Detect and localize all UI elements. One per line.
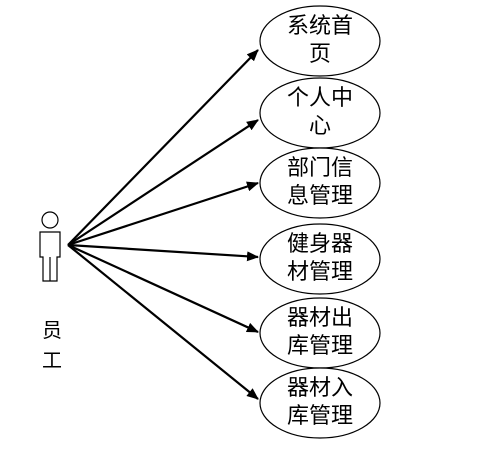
use-case-6-label-line2: 库管理: [287, 404, 353, 429]
use-case-ellipse-3: [259, 147, 381, 219]
actor-label-line1: 员: [42, 318, 62, 342]
association-arrow-3: [67, 181, 259, 247]
association-arrow-5: [67, 243, 259, 334]
use-case-3-label-line1: 部门信: [287, 156, 353, 181]
use-case-2-label-line1: 个人中: [287, 86, 353, 111]
use-case-1-label-line1: 系统首: [287, 14, 353, 39]
use-case-ellipse-6: [259, 367, 381, 439]
use-case-4-label-line2: 材管理: [287, 260, 353, 285]
association-arrow-4: [67, 243, 259, 262]
actor-label-line2: 工: [42, 348, 62, 372]
association-arrow-1: [67, 49, 259, 246]
use-case-2-label-line2: 心: [309, 114, 331, 139]
use-case-3-label-line2: 息管理: [287, 184, 353, 209]
use-case-4-label-line1: 健身器: [287, 232, 353, 257]
use-case-ellipse-4: [259, 223, 381, 295]
use-case-5-label-line1: 器材出: [287, 306, 353, 331]
association-arrow-2: [67, 119, 259, 246]
use-case-1-label-line2: 页: [309, 42, 331, 67]
use-case-ellipse-1: [259, 5, 381, 77]
actor-icon: [39, 211, 61, 282]
use-case-5-label-line2: 库管理: [287, 334, 353, 359]
association-arrow-6: [67, 244, 259, 400]
use-case-6-label-line1: 器材入: [287, 376, 353, 401]
